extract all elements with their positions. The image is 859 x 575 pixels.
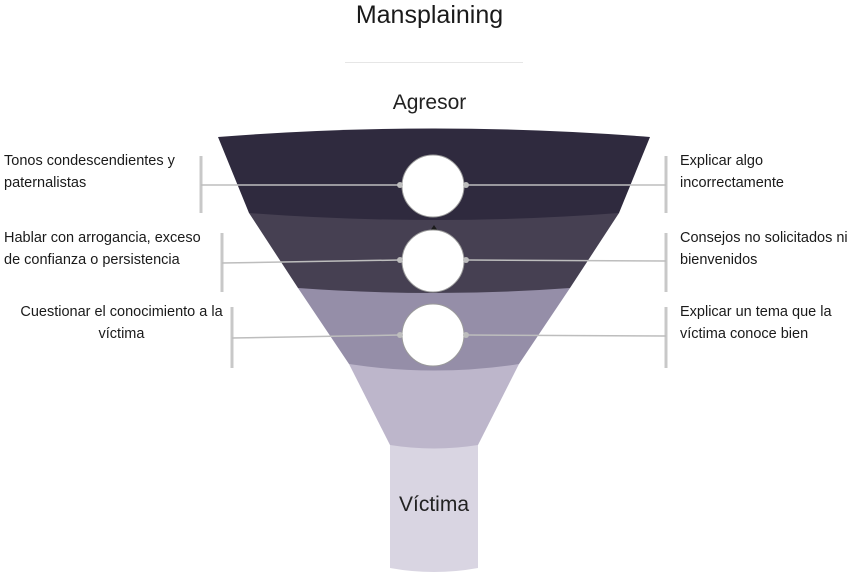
left-label-2: Hablar con arrogancia, exceso de confian… bbox=[4, 230, 201, 268]
connector-right-3 bbox=[465, 334, 667, 337]
right-label-2: Consejos no solicitados ni bienvenidos bbox=[680, 230, 848, 268]
funnel-top-label: Agresor bbox=[392, 91, 467, 114]
funnel-band-4 bbox=[349, 364, 519, 449]
left-label-3: Cuestionar el conocimiento a la víctima bbox=[20, 304, 223, 342]
funnel-bottom-label: Víctima bbox=[398, 493, 469, 516]
dot-right-1 bbox=[463, 182, 469, 188]
arrow-marker bbox=[430, 225, 438, 231]
right-label-1: Explicar algo incorrectamente bbox=[680, 153, 784, 191]
dot-left-1 bbox=[397, 182, 403, 188]
connector-left-2 bbox=[221, 259, 401, 264]
right-label-3: Explicar un tema que la víctima conoce b… bbox=[680, 304, 832, 342]
dot-left-2 bbox=[397, 257, 403, 263]
circle-1 bbox=[401, 154, 465, 218]
circle-3 bbox=[401, 303, 465, 367]
dot-left-3 bbox=[397, 332, 403, 338]
diagram-title: Mansplaining bbox=[355, 1, 504, 29]
dot-right-3 bbox=[463, 332, 469, 338]
funnel-stem bbox=[390, 445, 478, 572]
circle-2 bbox=[401, 229, 465, 293]
dot-right-2 bbox=[463, 257, 469, 263]
title-divider bbox=[345, 62, 523, 63]
connector-right-2 bbox=[465, 259, 667, 262]
connector-left-3 bbox=[231, 334, 401, 339]
left-label-1: Tonos condescendientes y paternalistas bbox=[4, 153, 175, 191]
